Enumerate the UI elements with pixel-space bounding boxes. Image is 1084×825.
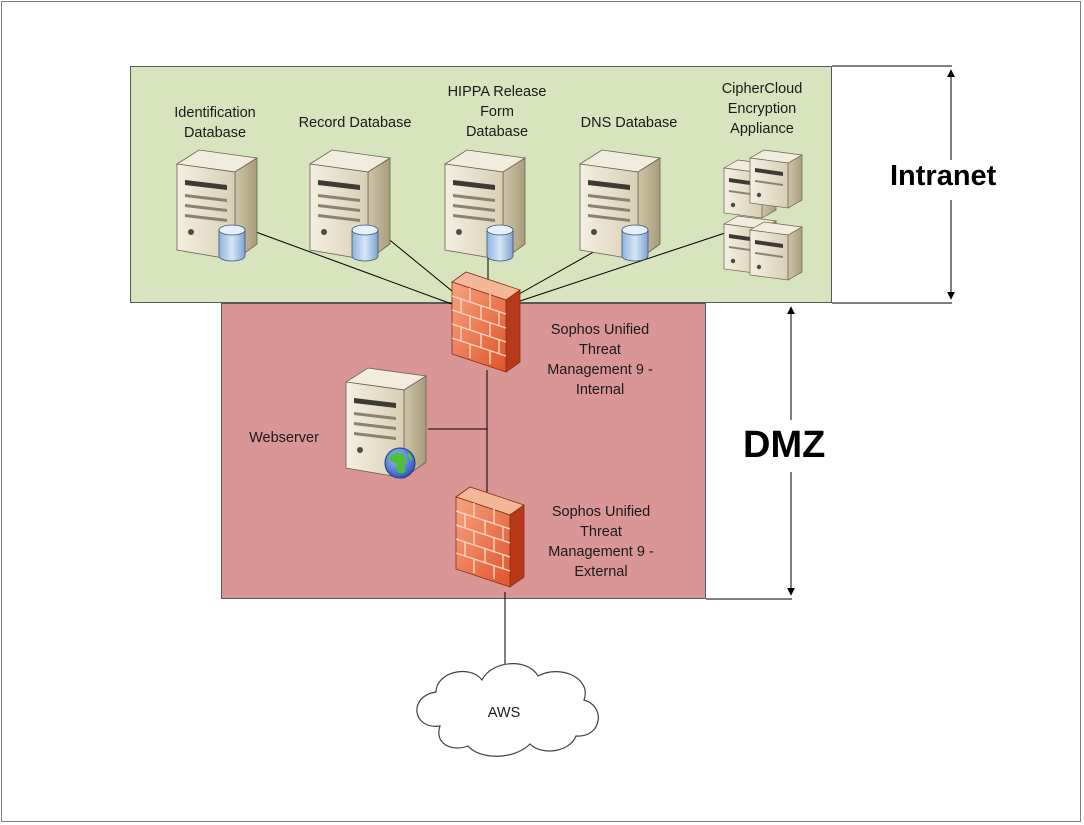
firewall-internal-icon	[451, 271, 521, 373]
dimension-guides	[706, 65, 955, 600]
webserver-label: Webserver	[249, 430, 319, 446]
cloud-label: AWS	[487, 705, 521, 721]
firewall-internal-label: Sophos Unified Threat Management 9 - Int…	[547, 322, 653, 398]
link-ciphercloud-firewall	[513, 231, 729, 304]
hippa-db-server-icon	[444, 149, 526, 262]
hippa-db-label: HIPPA Release Form Database	[447, 84, 547, 140]
database-cylinder-icon	[621, 224, 649, 262]
firewall-external-label: Sophos Unified Threat Management 9 - Ext…	[548, 504, 654, 580]
dmz-title: DMZ	[743, 424, 826, 466]
cloud-icon	[416, 663, 599, 757]
webserver-icon	[345, 367, 427, 479]
dns-db-label: DNS Database	[580, 115, 678, 131]
firewall-external-icon	[455, 486, 525, 588]
link-identification-firewall	[244, 227, 461, 308]
ciphercloud-label: CipherCloud Encryption Appliance	[721, 81, 803, 137]
database-cylinder-icon	[486, 224, 514, 262]
record-db-label: Record Database	[298, 115, 412, 131]
intranet-title: Intranet	[890, 160, 997, 192]
dns-db-server-icon	[579, 149, 661, 262]
database-cylinder-icon	[218, 224, 246, 262]
identification-db-label: Identification Database	[174, 105, 256, 141]
ciphercloud-appliance-icon	[723, 149, 803, 281]
identification-db-server-icon	[176, 149, 258, 262]
record-db-server-icon	[309, 149, 391, 262]
globe-icon	[384, 447, 416, 479]
database-cylinder-icon	[351, 224, 379, 262]
